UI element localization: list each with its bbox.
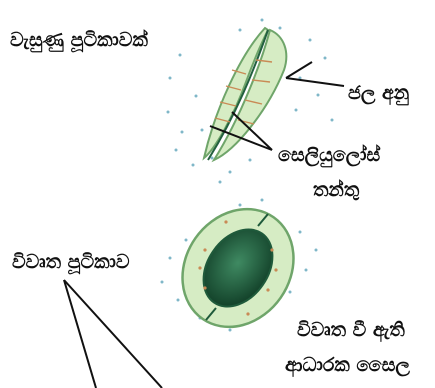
label-cellulose-fibres-line2: තන්තු <box>313 181 359 200</box>
label-closed-stoma: වැසුණු පූටිකාවක් <box>10 31 148 50</box>
label-open-guard-cells-line1: විවෘත වී ඇති <box>297 321 405 340</box>
pointer-lines-open <box>64 280 162 388</box>
label-water-molecules: ජල අනු <box>348 84 409 103</box>
open-stoma <box>160 187 316 348</box>
label-cellulose-fibres-line1: සෙලියුලෝස් <box>278 146 380 165</box>
label-open-stoma: විවෘත පූටිකාව <box>12 253 129 272</box>
label-open-guard-cells-line2: ආධාරක සෛල <box>285 356 410 375</box>
